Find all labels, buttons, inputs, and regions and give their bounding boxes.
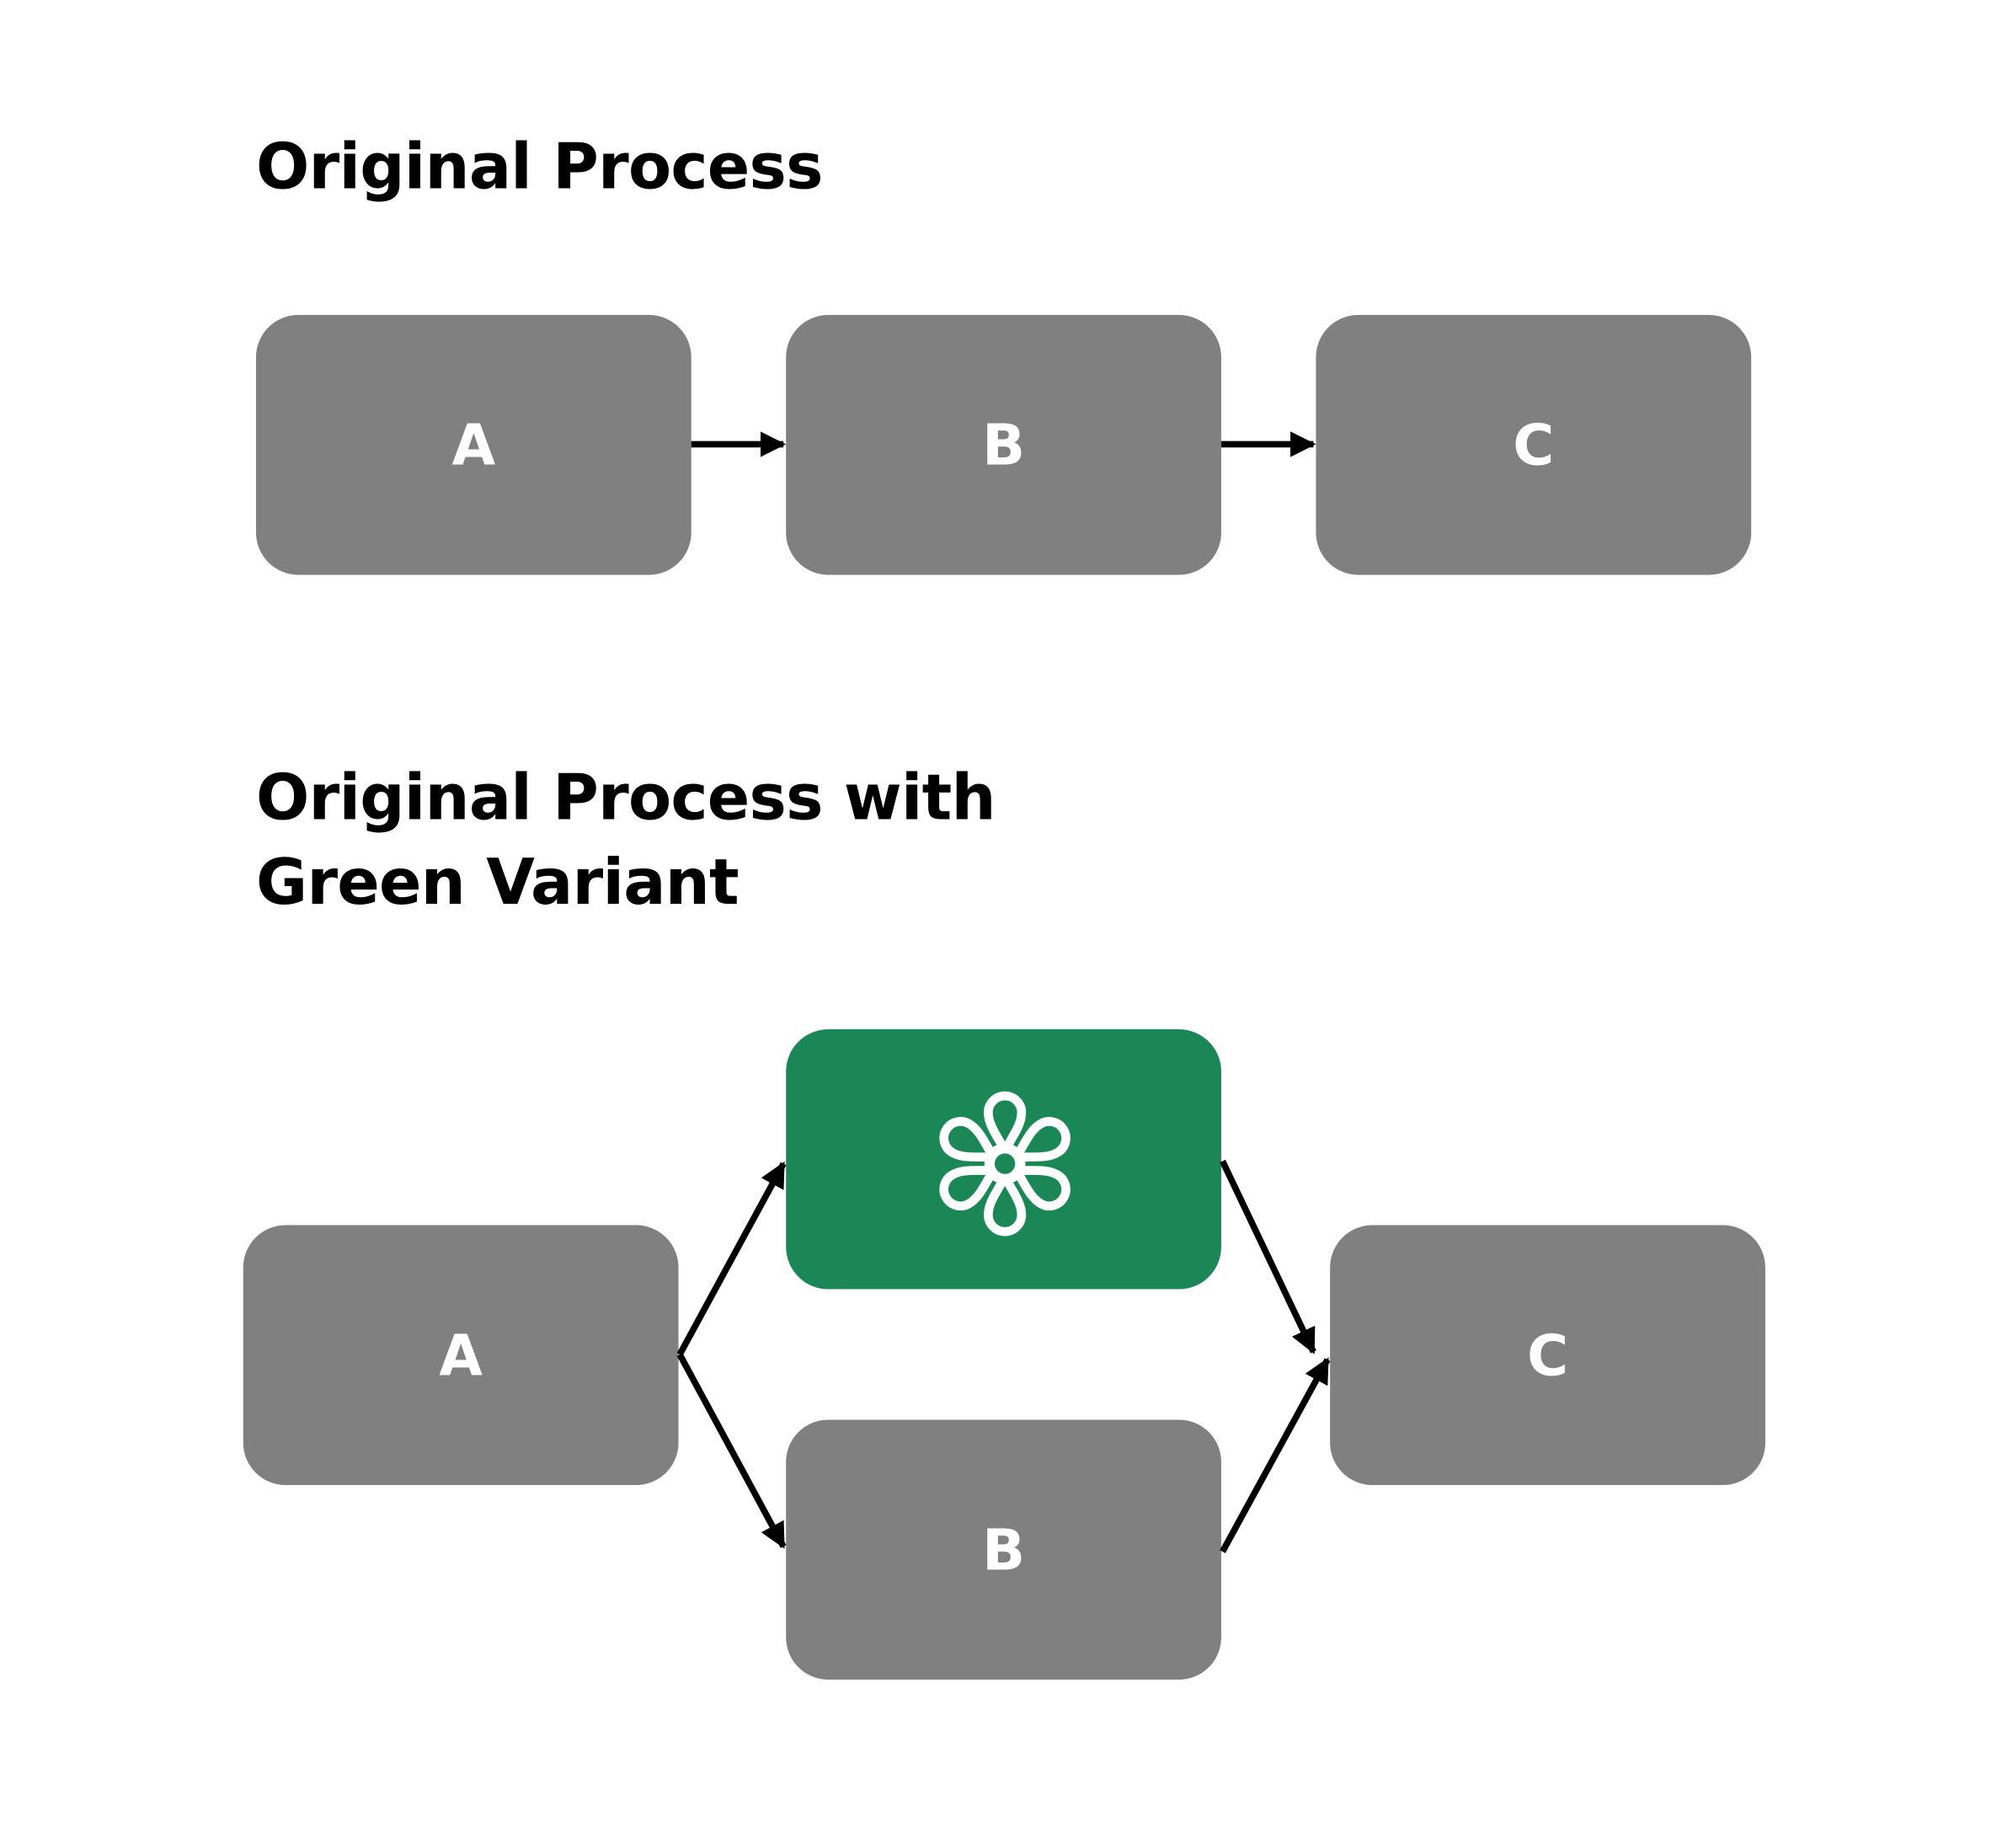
variant-node-green bbox=[786, 1029, 1221, 1290]
node-c: C bbox=[1316, 314, 1752, 575]
flower-icon bbox=[939, 1091, 1071, 1236]
edge-a-b bbox=[676, 1353, 787, 1549]
section-title-variant-line2: Green Variant bbox=[256, 846, 739, 919]
variant-node-b-label: B bbox=[982, 1517, 1025, 1583]
variant-node-c-label: C bbox=[1527, 1322, 1568, 1388]
variant-node-b: B bbox=[786, 1419, 1221, 1680]
edge-green-c bbox=[1220, 1159, 1316, 1354]
variant-node-a: A bbox=[243, 1225, 679, 1486]
section-title-variant-line1: Original Process with bbox=[256, 761, 996, 835]
variant-node-c: C bbox=[1330, 1225, 1765, 1486]
edge-b-c bbox=[1220, 1357, 1331, 1553]
section-title-original: Original Process bbox=[256, 130, 823, 203]
node-b: B bbox=[786, 314, 1221, 575]
node-a-label: A bbox=[451, 413, 495, 478]
node-a: A bbox=[255, 314, 691, 575]
edge-a-green bbox=[676, 1161, 787, 1356]
variant-node-a-label: A bbox=[439, 1322, 483, 1388]
node-c-label: C bbox=[1513, 413, 1554, 478]
node-b-label: B bbox=[982, 413, 1025, 478]
